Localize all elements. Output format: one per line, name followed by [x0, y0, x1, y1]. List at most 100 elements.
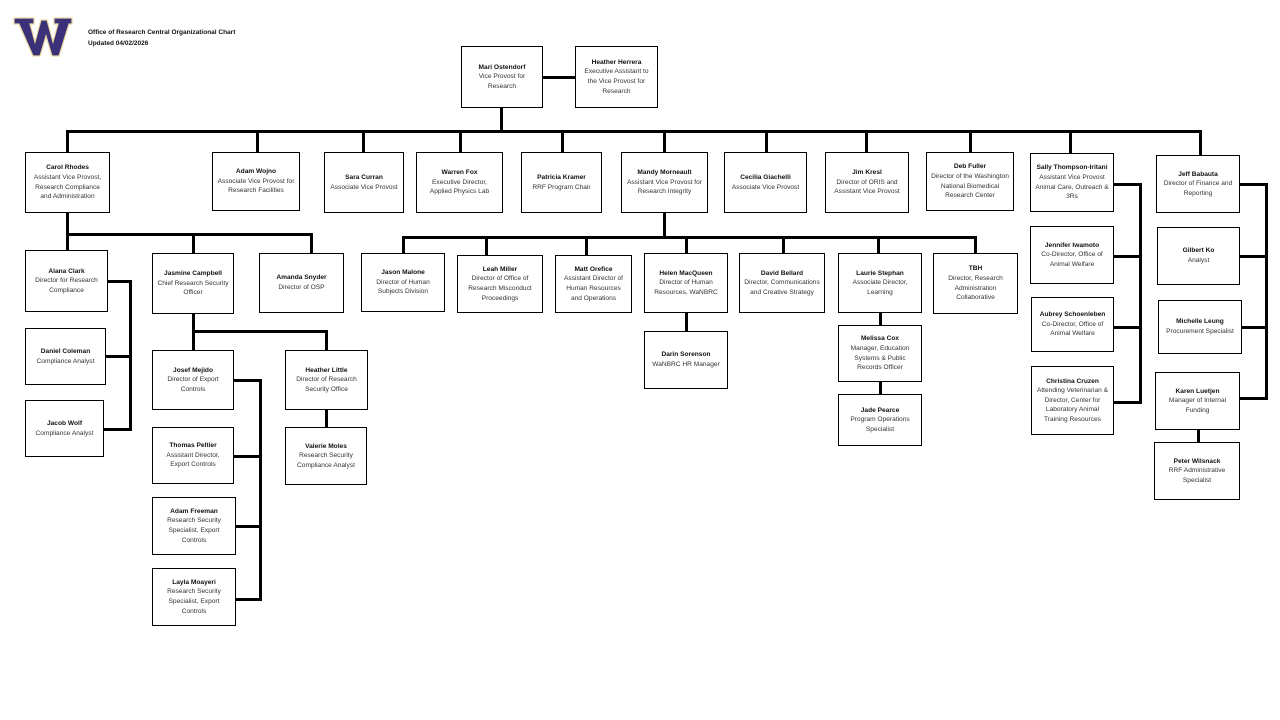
person-name: Sally Thompson-Iritani — [1036, 164, 1108, 172]
uw-logo — [13, 17, 73, 57]
person-name: David Bellard — [760, 269, 804, 277]
person-title: Manager, Education Systems & Public Reco… — [850, 344, 910, 372]
connector-line — [236, 525, 261, 528]
person-name: Alana Clark — [48, 267, 85, 275]
person-title: Assistant Director, Export Controls — [166, 451, 220, 469]
connector-line — [1114, 183, 1141, 186]
person-title: Director of ORIS and Assistant Vice Prov… — [834, 178, 900, 196]
connector-line — [66, 213, 69, 250]
person-title: Co-Director, Office of Animal Welfare — [1041, 320, 1104, 338]
connector-line — [561, 130, 564, 152]
person-title: Assistant Director of Human Resources an… — [564, 275, 623, 302]
person-name: Patricia Kramer — [537, 173, 586, 181]
person-name: Matt Orefice — [574, 265, 613, 273]
connector-line — [500, 108, 503, 132]
person-title: Research Security Compliance Analyst — [297, 452, 355, 469]
connector-line — [256, 130, 259, 152]
person-title: Associate Director, Learning — [852, 279, 908, 296]
connector-line — [104, 428, 131, 431]
connector-line — [236, 598, 261, 601]
connector-line — [362, 130, 365, 152]
connector-line — [1069, 130, 1072, 153]
person-name: Jacob Wolf — [46, 419, 83, 427]
person-title: Director of Office of Research Misconduc… — [468, 275, 532, 302]
person-title: RRF Administrative Specialist — [1168, 467, 1226, 484]
person-name: Gilbert Ko — [1182, 247, 1215, 255]
person-name: Carol Rhodes — [46, 164, 89, 172]
person-title: Procurement Specialist — [1166, 328, 1234, 335]
connector-line — [974, 236, 977, 253]
connector-line — [1265, 183, 1268, 400]
connector-line — [66, 233, 313, 236]
connector-line — [259, 379, 262, 601]
person-name: Cecilia Giachelli — [740, 173, 791, 181]
person-title: Attending Veterinarian & Director, Cente… — [1036, 387, 1109, 423]
person-title: Assistant Vice Provost for Research Inte… — [626, 178, 702, 196]
person-title: Director of Export Controls — [167, 376, 219, 393]
connector-line — [192, 233, 195, 253]
person-title: Assistant Vice Provost Animal Care, Outr… — [1035, 173, 1109, 201]
person-name: Christina Cruzen — [1046, 377, 1099, 385]
connector-line — [1240, 183, 1267, 186]
person-name: Adam Freeman — [170, 507, 218, 515]
connector-line — [485, 236, 488, 255]
person-name: Thomas Peltier — [169, 442, 217, 450]
person-title: Director of Human Subjects Division — [376, 278, 430, 296]
connector-line — [1240, 255, 1267, 258]
person-name: Peter Wilsnack — [1173, 457, 1221, 465]
connector-line — [1199, 130, 1202, 155]
connector-line — [1240, 397, 1267, 400]
person-title: Executive Director, Applied Physics Lab — [429, 178, 490, 196]
person-title: Director, Communications and Creative St… — [744, 279, 820, 296]
person-name: Jade Pearce — [860, 406, 900, 414]
person-title: RRF Program Chair — [532, 183, 591, 191]
person-name: Sara Curran — [345, 173, 383, 181]
person-name: Daniel Coleman — [40, 347, 91, 355]
person-name: Jasmine Campbell — [164, 270, 222, 278]
person-title: Associate Vice Provost — [731, 183, 800, 191]
person-name: Jim Kresl — [852, 169, 882, 177]
person-title: Vice Provost for Research — [478, 73, 526, 90]
connector-line — [765, 130, 768, 152]
person-name: Amanda Snyder — [276, 274, 327, 282]
person-name: Darin Sorenson — [661, 351, 711, 359]
connector-line — [310, 233, 313, 253]
connector-line — [782, 236, 785, 253]
connector-line — [1114, 255, 1141, 258]
person-title: Associate Vice Provost — [330, 183, 398, 191]
person-title: Director of OSP — [278, 284, 325, 291]
connector-line — [66, 130, 69, 152]
person-name: Warren Fox — [441, 169, 478, 177]
person-name: Michelle Leung — [1176, 318, 1224, 326]
person-name: Mari Ostendorf — [478, 63, 526, 71]
person-name: Aubrey Schoenleben — [1039, 311, 1106, 319]
connector-line — [459, 130, 462, 152]
person-name: Leah Miller — [482, 265, 518, 273]
person-title: Research Security Specialist, Export Con… — [167, 588, 221, 615]
connector-line — [402, 236, 405, 253]
